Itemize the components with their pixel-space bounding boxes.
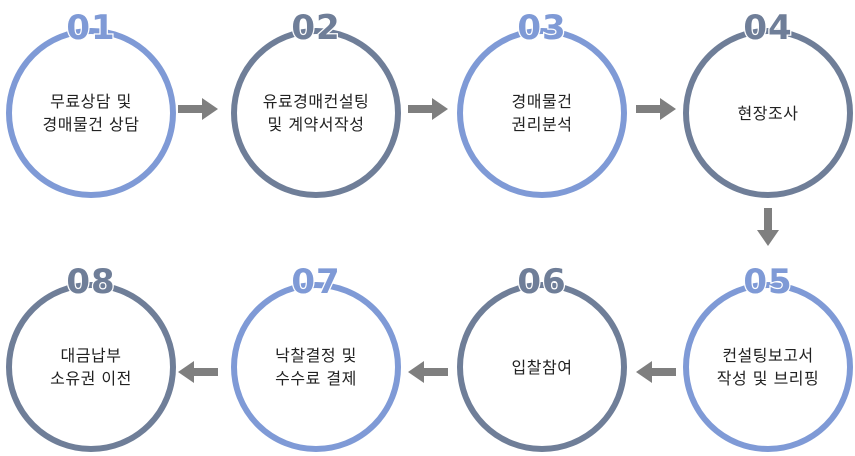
step-8-circle: 대금납부 소유권 이전 xyxy=(6,282,176,452)
step-7: 낙찰결정 및 수수료 결제 07 xyxy=(231,263,401,452)
step-4: 현장조사 04 xyxy=(683,9,853,198)
step-2-circle: 유료경매컨설팅 및 계약서작성 xyxy=(231,28,401,198)
step-3-label: 경매물건 권리분석 xyxy=(511,92,573,134)
step-5-number: 05 xyxy=(742,262,793,302)
step-1-label: 무료상담 및 경매물건 상담 xyxy=(42,92,140,134)
arrow-right-icon xyxy=(178,98,218,120)
step-5-circle: 컨설팅보고서 작성 및 브리핑 xyxy=(683,282,853,452)
step-8-label: 대금납부 소유권 이전 xyxy=(50,346,132,388)
step-4-circle: 현장조사 xyxy=(683,28,853,198)
step-6-label: 입찰참여 xyxy=(511,357,573,377)
step-3-number: 03 xyxy=(516,8,567,48)
step-1-circle: 무료상담 및 경매물건 상담 xyxy=(6,28,176,198)
arrow-right-icon xyxy=(636,98,676,120)
step-1: 무료상담 및 경매물건 상담 01 xyxy=(6,9,176,198)
step-6-circle: 입찰참여 xyxy=(457,282,627,452)
step-8-number: 08 xyxy=(65,262,116,302)
arrow-down-icon xyxy=(757,208,779,246)
step-6: 입찰참여 06 xyxy=(457,263,627,452)
step-6-number: 06 xyxy=(516,262,567,302)
step-5: 컨설팅보고서 작성 및 브리핑 05 xyxy=(683,263,853,452)
step-2-number: 02 xyxy=(290,8,341,48)
step-5-label: 컨설팅보고서 작성 및 브리핑 xyxy=(716,346,820,388)
step-4-number: 04 xyxy=(742,8,793,48)
step-4-label: 현장조사 xyxy=(737,103,799,123)
step-3: 경매물건 권리분석 03 xyxy=(457,9,627,198)
step-8: 대금납부 소유권 이전 08 xyxy=(6,263,176,452)
step-3-circle: 경매물건 권리분석 xyxy=(457,28,627,198)
step-2: 유료경매컨설팅 및 계약서작성 02 xyxy=(231,9,401,198)
step-7-number: 07 xyxy=(290,262,341,302)
step-1-number: 01 xyxy=(65,8,116,48)
arrow-right-icon xyxy=(408,98,448,120)
step-7-circle: 낙찰결정 및 수수료 결제 xyxy=(231,282,401,452)
arrow-left-icon xyxy=(178,361,218,383)
step-7-label: 낙찰결정 및 수수료 결제 xyxy=(275,346,357,388)
step-2-label: 유료경매컨설팅 및 계약서작성 xyxy=(262,92,370,134)
arrow-left-icon xyxy=(636,361,676,383)
arrow-left-icon xyxy=(408,361,448,383)
